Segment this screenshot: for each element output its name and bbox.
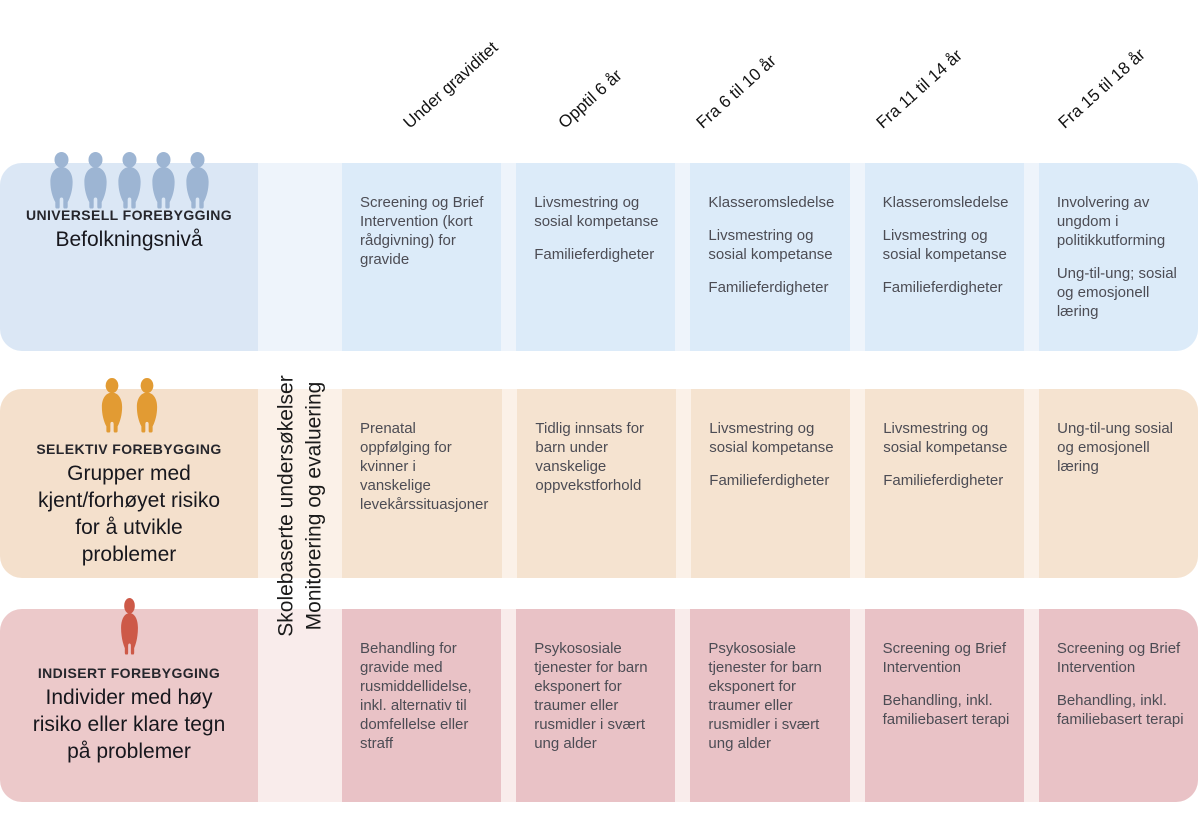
cell-text: Familieferdigheter [534,246,655,264]
matrix-cell-selektiv-forebygging-col5: Ung-til-ung sosial og emosjonell læring [1039,389,1199,578]
matrix-cell-indisert-forebygging-col2: Psykososiale tjenester for barn eksponer… [516,609,676,802]
person-icon [97,378,127,433]
level-label: UNIVERSELL FOREBYGGING [25,207,233,223]
cell-text: Screening og Brief Intervention (kort rå… [360,194,484,269]
matrix-cell-selektiv-forebygging-col1: Prenatal oppfølging for kvinner i vanske… [342,389,503,578]
row-cells: Screening og Brief Intervention (kort rå… [342,163,1199,351]
matrix-cell-universell-forebygging-col1: Screening og Brief Intervention (kort rå… [342,163,502,351]
person-icon [117,598,142,655]
row-cells: Prenatal oppfølging for kvinner i vanske… [342,389,1199,578]
row-universell-forebygging: UNIVERSELL FOREBYGGING Befolkningsnivå Scr… [0,152,1200,351]
people-icons [0,152,258,209]
matrix-cell-universell-forebygging-col5: Involvering av ungdom i politikkutformin… [1038,163,1199,351]
cell-text: Livsmestring og sosial kompetanse [882,227,1007,264]
person-icon [79,152,112,209]
cell-text: Behandling for gravide med rusmiddellide… [360,640,472,753]
person-icon [113,152,146,209]
row-selektiv-forebygging: SELEKTIV FOREBYGGING Grupper med kjent/fo… [0,378,1200,578]
level-label-box-universell-forebygging: UNIVERSELL FOREBYGGING Befolkningsnivå [0,152,258,351]
cell-text: Screening og Brief Intervention [882,640,1007,677]
cell-text: Familieferdigheter [709,472,830,490]
column-header-5: Fra 15 til 18 år [1054,44,1149,133]
cell-text: Psykososiale tjenester for barn eksponer… [708,640,822,753]
cell-text: Tidlig innsats for barn under vanskelige… [535,420,645,495]
row-indisert-forebygging: INDISERT FOREBYGGING Individer med høy ri… [0,598,1200,802]
cell-text: Ung-til-ung sosial og emosjonell læring [1057,420,1173,476]
cell-text: Familieferdigheter [882,279,1003,297]
level-label-box-indisert-forebygging: INDISERT FOREBYGGING Individer med høy ri… [0,598,258,802]
people-icons [0,378,258,433]
cell-text: Behandling, inkl. familiebasert terapi [1056,692,1184,729]
person-icon [45,152,78,209]
cell-text: Prenatal oppfølging for kvinner i vanske… [360,420,489,514]
cell-text: Ung-til-ung; sosial og emosjonell læring [1056,265,1177,321]
matrix-cell-selektiv-forebygging-col2: Tidlig innsats for barn under vanskelige… [517,389,677,578]
cell-text: Livsmestring og sosial kompetanse [709,420,834,457]
level-description: Befolkningsnivå [55,228,203,251]
level-label: INDISERT FOREBYGGING [37,665,221,681]
cell-text: Livsmestring og sosial kompetanse [534,194,659,231]
column-header-4: Fra 11 til 14 år [872,45,966,133]
cell-text: Livsmestring og sosial kompetanse [883,420,1008,457]
column-header-3: Fra 6 til 10 år [692,51,780,133]
person-icon [147,152,180,209]
person-icon [132,378,162,433]
level-label: SELEKTIV FOREBYGGING [36,441,222,457]
column-header-1: Under graviditet [399,37,502,133]
level-label-box-selektiv-forebygging: SELEKTIV FOREBYGGING Grupper med kjent/fo… [0,378,258,578]
cell-text: Psykososiale tjenester for barn eksponer… [534,640,648,753]
cell-text: Behandling, inkl. familiebasert terapi [882,692,1010,729]
level-description: Grupper med kjent/forhøyet risiko for å … [37,462,221,566]
matrix-cell-indisert-forebygging-col1: Behandling for gravide med rusmiddellide… [342,609,502,802]
cell-text: Klasseromsledelse [882,194,1009,211]
cell-text: Klasseromsledelse [708,194,835,211]
cell-text: Familieferdigheter [708,279,829,297]
matrix-cell-indisert-forebygging-col3: Psykososiale tjenester for barn eksponer… [690,609,850,802]
people-icons [0,598,258,655]
band-line-2: Monitorering og evaluering [302,381,325,631]
row-cells: Behandling for gravide med rusmiddellide… [342,609,1199,802]
band-line-1: Skolebaserte undersøkelser [274,375,298,637]
cell-text: Livsmestring og sosial kompetanse [708,227,833,264]
cell-text: Involvering av ungdom i politikkutformin… [1056,194,1166,250]
person-icon [181,152,214,209]
cell-text: Screening og Brief Intervention [1056,640,1181,677]
level-description: Individer med høy risiko eller klare teg… [32,686,226,763]
school-band-label: Skolebaserte undersøkelser Monitorering … [272,375,327,636]
cell-text: Familieferdigheter [883,472,1004,490]
column-header-2: Opptil 6 år [554,65,626,133]
